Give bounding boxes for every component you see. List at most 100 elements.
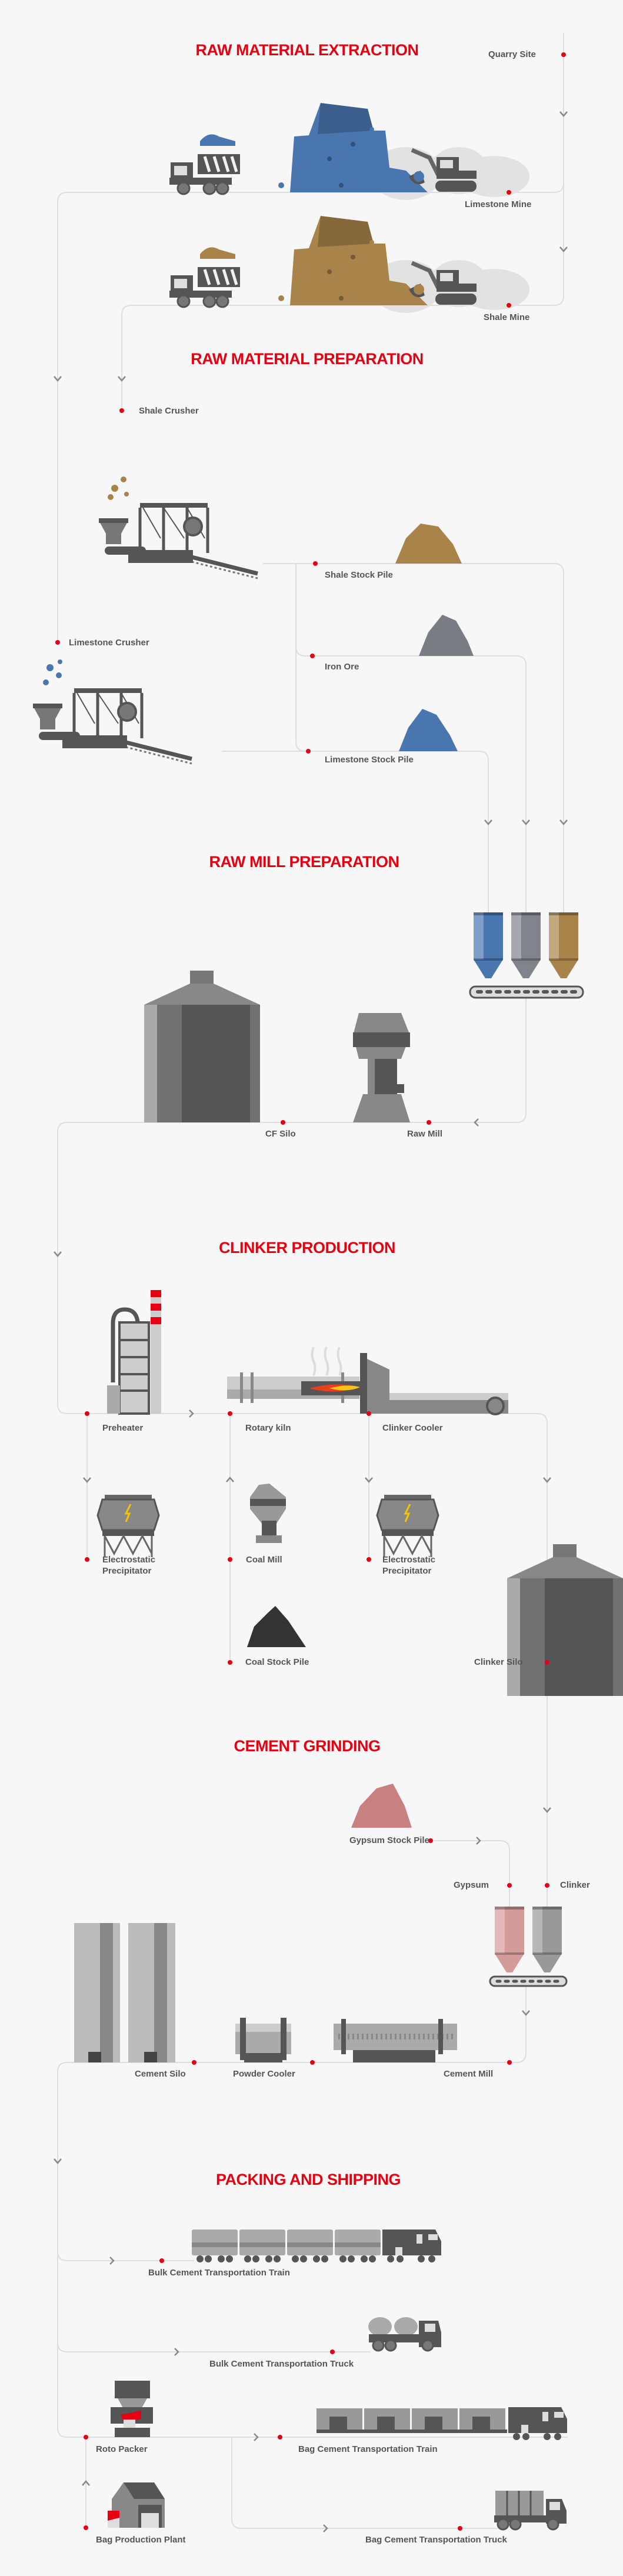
label-quarry-site: Quarry Site <box>488 49 536 59</box>
label-cf-silo: CF Silo <box>265 1129 296 1139</box>
flow-cement <box>57 1985 568 2438</box>
gypsum-stock-pile <box>351 1784 412 1828</box>
flow-bag-truck <box>231 2437 497 2529</box>
chevron-down-icon <box>522 819 530 825</box>
chevron-down-icon <box>83 1477 91 1483</box>
label-bulk-truck: Bulk Cement Transportation Truck <box>209 2359 354 2369</box>
label-bag-truck: Bag Cement Transportation Truck <box>365 2535 507 2545</box>
coal-stock-pile <box>247 1606 306 1647</box>
chevron-down-icon <box>54 2158 62 2164</box>
esp-illustration <box>376 1494 439 1558</box>
coal-mill-illustration <box>250 1484 286 1543</box>
label-coal-mill: Coal Mill <box>246 1555 282 1565</box>
flow-bulk-truck <box>57 2342 371 2352</box>
label-bag-production-plant: Bag Production Plant <box>96 2535 186 2545</box>
label-cement-silo: Cement Silo <box>135 2069 186 2079</box>
flow-quarry-to-limestone <box>57 182 564 642</box>
bag-production-plant-illustration <box>108 2482 165 2528</box>
shale-stock-pile <box>395 524 462 564</box>
label-gypsum-stock-pile: Gypsum Stock Pile <box>349 1835 429 1845</box>
flow-iron-ore <box>295 646 527 915</box>
label-preheater: Preheater <box>102 1423 144 1433</box>
label-iron-ore: Iron Ore <box>325 662 359 672</box>
shale-mine-illustration <box>169 216 529 313</box>
flow-lines <box>57 33 568 2529</box>
preheater-illustration <box>107 1290 161 1415</box>
label-rotary-kiln: Rotary kiln <box>245 1423 291 1433</box>
label-shale-mine: Shale Mine <box>484 312 530 322</box>
label-limestone-mine: Limestone Mine <box>465 199 532 209</box>
flow-bulk-train <box>57 2251 194 2261</box>
chevron-down-icon <box>543 1807 551 1813</box>
chevron-down-icon <box>54 376 62 382</box>
label-limestone-stock-pile: Limestone Stock Pile <box>325 755 414 765</box>
bulk-train-illustration <box>192 2230 441 2262</box>
label-bulk-train: Bulk Cement Transportation Train <box>148 2268 290 2278</box>
section-title-grinding: CEMENT GRINDING <box>234 1737 381 1755</box>
chevron-right-icon <box>476 1837 481 1845</box>
section-title-preparation: RAW MATERIAL PREPARATION <box>191 350 424 368</box>
label-gypsum: Gypsum <box>454 1880 489 1890</box>
label-bag-train: Bag Cement Transportation Train <box>298 2444 438 2454</box>
label-shale-stock-pile: Shale Stock Pile <box>325 570 393 580</box>
flow-shale-pile <box>263 563 564 915</box>
limestone-mine-illustration <box>169 103 529 200</box>
chevron-down-icon <box>484 819 492 825</box>
label-cement-mill: Cement Mill <box>444 2069 494 2079</box>
limestone-crusher-illustration <box>33 659 192 764</box>
chevron-right-icon <box>323 2524 328 2532</box>
chevron-left-icon <box>474 1118 479 1127</box>
label-clinker-cooler: Clinker Cooler <box>382 1423 443 1433</box>
section-title-raw-mill: RAW MILL PREPARATION <box>209 853 400 871</box>
chevron-down-icon <box>559 111 568 117</box>
chevron-right-icon <box>189 1409 194 1418</box>
limestone-stock-pile <box>399 709 458 751</box>
cement-mill-illustration <box>334 2019 457 2062</box>
chevron-down-icon <box>559 819 568 825</box>
section-title-packing: PACKING AND SHIPPING <box>215 2171 401 2188</box>
chevron-down-icon <box>543 1477 551 1483</box>
chevron-right-icon <box>109 2257 115 2265</box>
section-title-clinker: CLINKER PRODUCTION <box>219 1239 396 1257</box>
grinding-hoppers <box>489 1907 568 1987</box>
label-coal-stock-pile: Coal Stock Pile <box>245 1657 309 1667</box>
bag-truck-illustration <box>494 2491 567 2531</box>
chevron-right-icon <box>174 2348 179 2356</box>
label-clinker: Clinker <box>560 1880 590 1890</box>
powder-cooler-illustration <box>235 2018 291 2062</box>
flow-raw-mill-to-clinker <box>57 998 548 1907</box>
label-powder-cooler: Powder Cooler <box>233 2069 295 2079</box>
chevron-icons <box>54 111 568 2532</box>
label-clinker-silo: Clinker Silo <box>474 1657 523 1667</box>
label-shale-crusher: Shale Crusher <box>139 406 199 416</box>
chevron-up-icon <box>226 1477 234 1482</box>
chevron-down-icon <box>54 1251 62 1257</box>
rotary-kiln-illustration <box>227 1347 508 1415</box>
bag-train-illustration <box>317 2407 567 2440</box>
esp-illustration <box>96 1494 160 1558</box>
clinker-silo-illustration <box>507 1544 623 1696</box>
chevron-down-icon <box>365 1477 373 1483</box>
flow-gypsum <box>431 1840 510 1907</box>
chevron-down-icon <box>522 2010 530 2016</box>
label-raw-mill: Raw Mill <box>407 1129 443 1139</box>
bulk-truck-illustration <box>368 2317 441 2352</box>
label-limestone-crusher: Limestone Crusher <box>69 638 149 648</box>
shale-crusher-illustration <box>99 476 258 578</box>
node-markers <box>55 52 566 2531</box>
raw-material-hoppers <box>469 912 584 999</box>
roto-packer-illustration <box>111 2381 153 2437</box>
chevron-down-icon <box>118 376 126 382</box>
chevron-down-icon <box>559 246 568 252</box>
cement-silo-illustration <box>74 1923 175 2062</box>
label-roto-packer: Roto Packer <box>96 2444 148 2454</box>
chevron-up-icon <box>82 2480 90 2486</box>
raw-mill-illustration <box>353 1013 410 1122</box>
iron-ore-pile <box>419 615 474 656</box>
flow-branch <box>295 564 489 915</box>
section-title-extraction: RAW MATERIAL EXTRACTION <box>195 41 419 59</box>
